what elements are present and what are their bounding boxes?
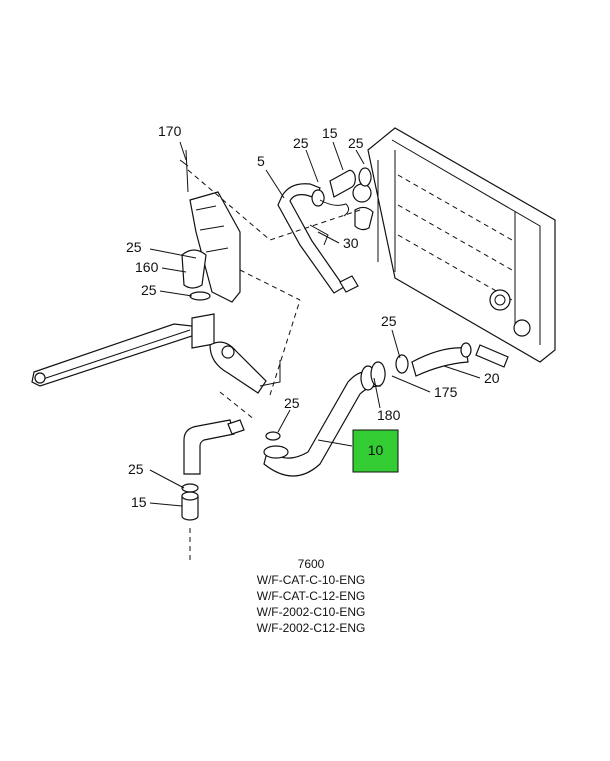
highlight-box[interactable]: 10 bbox=[352, 429, 399, 473]
callout-5: 5 bbox=[257, 153, 265, 169]
callout-25: 25 bbox=[381, 313, 397, 329]
leader-lines bbox=[149, 141, 481, 507]
reference-lines bbox=[187, 169, 361, 560]
callouts: 170 25 15 25 5 30 25 160 25 25 20 175 18… bbox=[126, 123, 500, 510]
caption-line-3: W/F-CAT-C-12-ENG bbox=[257, 589, 365, 603]
callout-15: 15 bbox=[131, 494, 147, 510]
upper-hose bbox=[277, 167, 372, 294]
mounting-bracket bbox=[179, 149, 241, 303]
callout-15: 15 bbox=[322, 125, 338, 141]
frame-rail bbox=[31, 313, 281, 394]
callout-25: 25 bbox=[141, 282, 157, 298]
caption-line-1: 7600 bbox=[298, 557, 325, 571]
callout-25: 25 bbox=[348, 135, 364, 151]
callout-175: 175 bbox=[434, 384, 458, 400]
elbow-hose-assembly bbox=[181, 419, 245, 521]
caption: 7600 W/F-CAT-C-10-ENG W/F-CAT-C-12-ENG W… bbox=[257, 557, 366, 635]
caption-line-5: W/F-2002-C12-ENG bbox=[257, 621, 366, 635]
callout-30: 30 bbox=[343, 235, 359, 251]
callout-25: 25 bbox=[128, 461, 144, 477]
callout-25: 25 bbox=[126, 239, 142, 255]
callout-160: 160 bbox=[135, 259, 159, 275]
callout-10: 10 bbox=[368, 442, 384, 458]
caption-line-2: W/F-CAT-C-10-ENG bbox=[257, 573, 365, 587]
callout-20: 20 bbox=[484, 370, 500, 386]
callout-180: 180 bbox=[377, 407, 401, 423]
highlight-rect bbox=[352, 429, 399, 473]
callout-25: 25 bbox=[284, 395, 300, 411]
callout-170: 170 bbox=[158, 123, 182, 139]
caption-line-4: W/F-2002-C10-ENG bbox=[257, 605, 366, 619]
callout-25: 25 bbox=[293, 135, 309, 151]
radiator bbox=[352, 127, 556, 368]
